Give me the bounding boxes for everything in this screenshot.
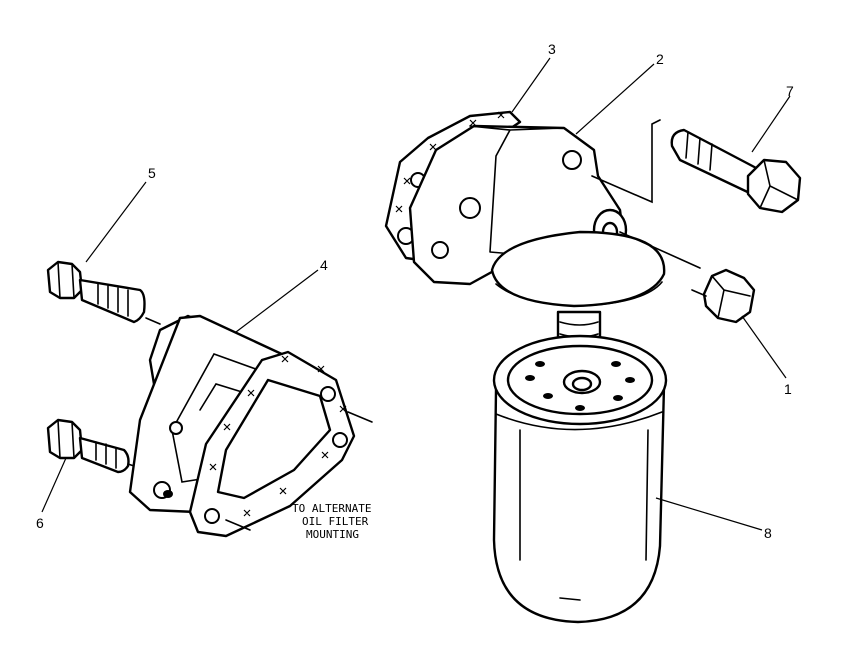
filter-head-2 (408, 119, 666, 359)
leader-3 (511, 57, 551, 113)
callout-4: 4 (320, 257, 328, 273)
leader-4 (235, 269, 319, 333)
leader-7 (751, 95, 791, 153)
bolt-6 (46, 418, 141, 474)
leader-8 (655, 497, 763, 531)
note-line-2: OIL FILTER (302, 515, 369, 528)
bolt-7 (670, 128, 802, 214)
plug-1 (691, 268, 756, 324)
callout-5: 5 (148, 165, 156, 181)
note-line-3: MOUNTING (306, 528, 359, 541)
alternate-mounting-note: TO ALTERNATE OIL FILTER MOUNTING (292, 502, 371, 541)
leader-2 (575, 63, 655, 135)
note-line-1: TO ALTERNATE (292, 502, 371, 515)
leader-6 (41, 457, 67, 513)
bolt-5 (46, 260, 161, 325)
callout-2: 2 (656, 51, 664, 67)
callout-7: 7 (786, 83, 794, 99)
callout-6: 6 (36, 515, 44, 531)
leader-1 (741, 315, 787, 379)
callout-1: 1 (784, 381, 792, 397)
oil-filter-8 (492, 334, 668, 624)
gasket-4 (188, 350, 373, 538)
callout-8: 8 (764, 525, 772, 541)
callout-3: 3 (548, 41, 556, 57)
leader-5 (85, 181, 147, 263)
